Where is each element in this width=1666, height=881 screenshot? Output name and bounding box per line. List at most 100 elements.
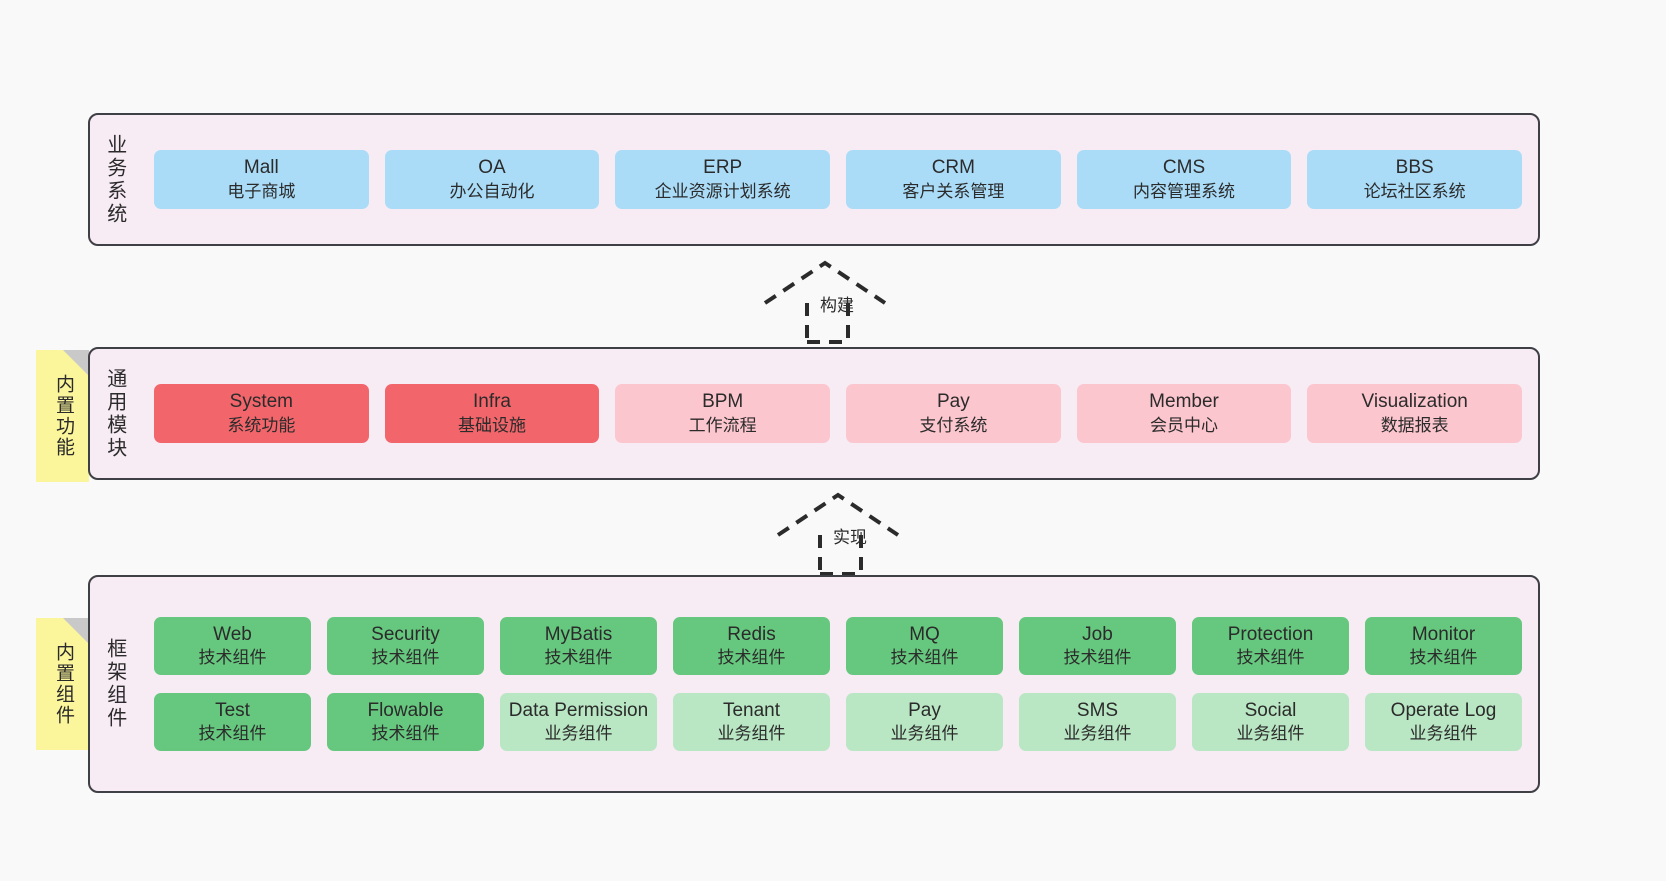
card-subtitle: 业务组件 [1236,724,1305,744]
card-protection[interactable]: Protection 技术组件 [1192,616,1349,675]
card-mq[interactable]: MQ 技术组件 [846,616,1003,675]
card-subtitle: 工作流程 [688,415,757,435]
card-social[interactable]: Social 业务组件 [1192,693,1349,752]
card-subtitle: 基础设施 [458,415,526,435]
card-title: Pay [936,391,970,413]
card-subtitle: 技术组件 [1063,648,1132,668]
card-title: Data Permission [508,700,649,721]
card-title: Mall [243,157,279,179]
layer-label-business: 业务系统 [103,133,126,226]
card-title: Flowable [367,700,444,721]
connector-implement: 实现 [773,490,913,578]
connector-build: 构建 [760,258,900,346]
card-subtitle: 技术组件 [717,648,786,668]
card-title: BBS [1395,157,1434,179]
card-subtitle: 业务组件 [1409,724,1478,744]
card-title: Visualization [1361,391,1468,413]
card-mybatis[interactable]: MyBatis 技术组件 [500,616,657,675]
card-subtitle: 技术组件 [890,648,959,668]
card-title: CMS [1162,157,1206,179]
card-pay[interactable]: Pay 业务组件 [846,693,1003,752]
card-subtitle: 会员中心 [1150,415,1219,435]
card-subtitle: 业务组件 [1063,724,1132,744]
card-tenant[interactable]: Tenant 业务组件 [673,693,830,752]
card-security[interactable]: Security 技术组件 [327,616,484,675]
card-subtitle: 企业资源计划系统 [654,181,791,201]
card-title: Test [215,700,250,721]
card-title: System [229,391,294,413]
card-subtitle: 业务组件 [890,724,959,744]
sticky-note-builtin-components: 内置组件 [36,618,89,750]
card-subtitle: 支付系统 [919,415,988,435]
card-title: MQ [909,623,940,645]
note-fold-icon [63,350,89,376]
card-title: Security [371,623,440,645]
card-title: Infra [472,391,512,413]
card-subtitle: 技术组件 [198,724,267,744]
layer-label-common: 通用模块 [103,367,126,460]
note-fold-icon [63,618,89,644]
card-subtitle: 技术组件 [371,648,440,668]
card-title: Social [1244,700,1297,721]
layer-label-framework: 框架组件 [103,638,126,730]
sticky-note-builtin-components-label: 内置组件 [52,642,74,726]
card-title: ERP [703,157,743,179]
card-subtitle: 数据报表 [1380,415,1449,435]
card-subtitle: 电子商城 [227,181,296,201]
card-test[interactable]: Test 技术组件 [154,693,311,752]
card-title: Operate Log [1390,700,1497,721]
card-subtitle: 内容管理系统 [1133,181,1236,201]
card-subtitle: 业务组件 [717,724,786,744]
card-subtitle: 技术组件 [1236,648,1305,668]
card-title: OA [478,157,506,179]
connector-implement-line [776,492,900,576]
card-subtitle: 论坛社区系统 [1363,181,1466,201]
card-title: Monitor [1411,623,1476,645]
card-title: Tenant [722,700,781,721]
card-title: Member [1149,391,1219,413]
card-title: MyBatis [544,623,613,645]
connector-build-line [763,260,887,344]
card-title: Job [1082,623,1113,645]
card-title: Protection [1227,623,1314,645]
card-subtitle: 系统功能 [227,415,296,435]
card-job[interactable]: Job 技术组件 [1019,616,1176,675]
card-redis[interactable]: Redis 技术组件 [673,616,830,675]
card-flowable[interactable]: Flowable 技术组件 [327,693,484,752]
card-title: Pay [908,700,941,721]
card-subtitle: 技术组件 [544,648,613,668]
card-title: CRM [931,157,975,179]
sticky-note-builtin-features: 内置功能 [36,350,89,482]
card-title: Web [213,623,252,645]
card-title: Redis [727,623,776,645]
card-operate-log[interactable]: Operate Log 业务组件 [1365,693,1522,752]
card-title: BPM [702,391,744,413]
card-subtitle: 办公自动化 [449,181,535,201]
card-subtitle: 技术组件 [371,724,440,744]
